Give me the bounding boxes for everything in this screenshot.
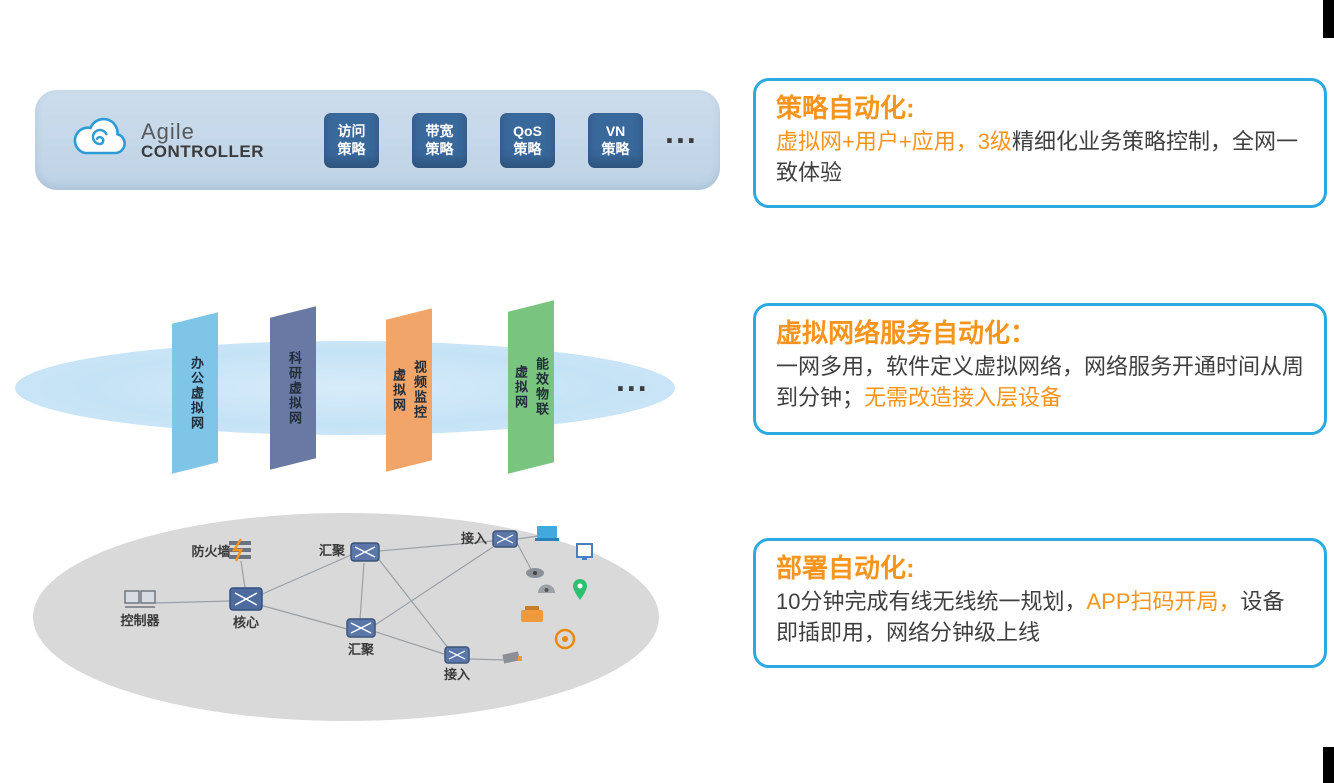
access-top-label: 接入 [461, 531, 487, 546]
callout-deployment-automation: 部署自动化: 10分钟完成有线无线统一规划，APP扫码开局，设备即插即用，网络分… [753, 538, 1327, 668]
network-links [154, 535, 539, 661]
callout-text: 设备即插即用，网络分钟级上线 [776, 589, 1285, 646]
location-pin-icon [573, 579, 587, 600]
dome-camera-icon [538, 584, 555, 593]
callout-text-highlight: 虚拟网+用户+应用，3级 [776, 129, 1012, 155]
screen-edge-artifact-bottom [1323, 747, 1334, 783]
cctv-camera-icon [502, 651, 522, 664]
webcam-icon [526, 568, 544, 578]
cloud-icon [71, 117, 129, 164]
callout-text: 精细化业务策略控制，全网一致体验 [776, 129, 1298, 186]
policy-label: VN [605, 122, 626, 139]
aggregation-bottom-switch-icon [346, 618, 376, 638]
policy-box-bandwidth: 带宽 策略 [412, 112, 468, 168]
policy-ellipsis: ... [665, 113, 698, 150]
vn-panel-label: 能效物联 [534, 357, 549, 417]
controller-label: 控制器 [120, 613, 160, 628]
vn-panel-label: 办公虚拟网 [188, 355, 204, 431]
policy-label: 策略 [425, 141, 454, 157]
aggregation-top-switch-icon [350, 542, 380, 562]
phone-icon [554, 628, 576, 650]
screen-edge-artifact-top [1323, 0, 1334, 38]
policy-label: 策略 [513, 141, 542, 157]
policy-label: 访问 [337, 122, 366, 139]
vn-panel-label: 虚拟网 [391, 367, 406, 413]
callout-text-highlight: APP扫码开局， [1086, 589, 1241, 615]
monitor-icon [576, 543, 593, 560]
vn-panel-research: 科研虚拟网 [270, 306, 316, 470]
core-switch-icon [229, 587, 263, 611]
access-top-switch-icon [492, 530, 518, 548]
access-bottom-label: 接入 [444, 667, 470, 682]
policy-box-vn: VN 策略 [588, 112, 644, 168]
policy-box-access: 访问 策略 [324, 112, 380, 168]
callout-body: 一网多用，软件定义虚拟网络，网络服务开通时间从周到分钟；无需改造接入层设备 [776, 351, 1304, 413]
core-label: 核心 [233, 615, 259, 630]
callout-virtual-network-automation: 虚拟网络服务自动化： 一网多用，软件定义虚拟网络，网络服务开通时间从周到分钟；无… [753, 303, 1327, 435]
vn-panel-label: 科研虚拟网 [286, 350, 302, 426]
vn-panel-label: 视频监控 [412, 360, 427, 420]
access-bottom-switch-icon [444, 646, 470, 664]
vn-panel-energy-iot: 虚拟网 能效物联 [508, 300, 554, 474]
laptop-icon [535, 526, 559, 541]
callout-body: 10分钟完成有线无线统一规划，APP扫码开局，设备即插即用，网络分钟级上线 [776, 586, 1304, 648]
vn-panel-office: 办公虚拟网 [172, 312, 218, 474]
virtual-network-ellipse [15, 341, 675, 435]
policy-label: 策略 [601, 141, 630, 157]
policy-label: 策略 [337, 141, 366, 157]
callout-policy-automation: 策略自动化: 虚拟网+用户+应用，3级精细化业务策略控制，全网一致体验 [753, 78, 1327, 208]
printer-icon [521, 606, 543, 622]
brand-agile: Agile [141, 118, 195, 144]
callout-body: 虚拟网+用户+应用，3级精细化业务策略控制，全网一致体验 [776, 126, 1304, 188]
controller-icon [124, 590, 156, 608]
callout-title: 部署自动化: [776, 553, 915, 583]
aggregation-top-label: 汇聚 [319, 543, 346, 558]
vn-panel-label: 虚拟网 [513, 364, 528, 410]
policy-box-qos: QoS 策略 [500, 112, 556, 168]
callout-text-highlight: 无需改造接入层设备 [864, 385, 1063, 411]
controller-bar: Agile CONTROLLER 访问 策略 带宽 策略 QoS 策略 VN 策… [35, 90, 720, 190]
physical-network-diagram: 控制器 防火墙 核心 汇聚 汇聚 接入 [120, 526, 593, 682]
policy-label: QoS [513, 122, 542, 139]
callout-text: 一网多用，软件定义虚拟网络，网络服务开通时间从周到分钟； [776, 354, 1305, 411]
aggregation-bottom-label: 汇聚 [348, 642, 375, 657]
policy-group: 访问 策略 带宽 策略 QoS 策略 VN 策略 [324, 112, 644, 168]
brand-logo: Agile CONTROLLER [141, 118, 265, 161]
physical-network-ellipse [33, 513, 659, 721]
vn-panel-video-surveillance: 虚拟网 视频监控 [386, 308, 432, 472]
callout-title: 虚拟网络服务自动化： [776, 318, 1037, 348]
callout-title: 策略自动化: [776, 93, 915, 123]
firewall-icon [229, 538, 251, 562]
brand-controller: CONTROLLER [141, 141, 265, 161]
firewall-label: 防火墙 [191, 544, 230, 559]
policy-label: 带宽 [425, 122, 454, 139]
callout-text: 10分钟完成有线无线统一规划， [776, 589, 1087, 615]
vn-ellipsis: ... [616, 362, 649, 398]
